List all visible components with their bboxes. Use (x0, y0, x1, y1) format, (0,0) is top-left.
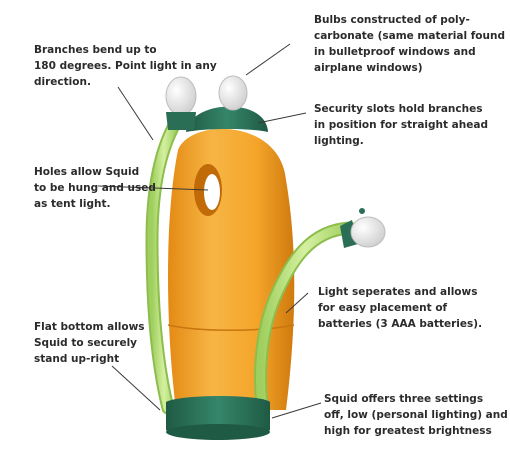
leader-lines (97, 43, 322, 419)
annotation-bottom: Flat bottom allows Squid to securely sta… (34, 319, 145, 367)
annotation-slots: Security slots hold branches in position… (314, 101, 488, 149)
annotation-line: Bulbs constructed of poly- (314, 14, 470, 26)
top-bulb-right (218, 75, 248, 111)
annotation-line: Security slots hold branches (314, 103, 483, 115)
annotation-separates: Light seperates and allows for easy plac… (318, 284, 482, 332)
annotation-line: Light seperates and allows (318, 286, 478, 298)
annotation-line: Holes allow Squid (34, 166, 140, 178)
annotation-settings: Squid offers three settings off, low (pe… (324, 391, 508, 439)
annotation-line: airplane windows) (314, 62, 423, 74)
annotation-line: carbonate (same material found (314, 30, 505, 42)
annotation-line: high for greatest brightness (324, 425, 492, 437)
annotation-line: 180 degrees. Point light in any (34, 60, 217, 72)
annotation-line: lighting. (314, 135, 364, 147)
annotation-branches: Branches bend up to 180 degrees. Point l… (34, 42, 217, 90)
annotation-line: Branches bend up to (34, 44, 157, 56)
annotation-line: Flat bottom allows (34, 321, 145, 333)
annotation-line: in position for straight ahead (314, 119, 488, 131)
annotation-bulbs: Bulbs constructed of poly- carbonate (sa… (314, 12, 505, 76)
top-cap (186, 106, 268, 132)
annotation-holes: Holes allow Squid to be hung and used as… (34, 164, 156, 212)
annotation-line: off, low (personal lighting) and (324, 409, 508, 421)
lamp-body (168, 128, 295, 410)
annotation-line: to be hung and used (34, 182, 156, 194)
annotation-line: direction. (34, 76, 91, 88)
annotation-line: for easy placement of (318, 302, 448, 314)
annotation-line: Squid offers three settings (324, 393, 484, 405)
annotation-line: Squid to securely (34, 337, 138, 349)
side-bulb (350, 216, 386, 248)
annotation-line: stand up-right (34, 353, 120, 365)
annotation-line: in bulletproof windows and (314, 46, 476, 58)
annotation-line: batteries (3 AAA batteries). (318, 318, 483, 330)
annotation-line: as tent light. (34, 198, 111, 210)
